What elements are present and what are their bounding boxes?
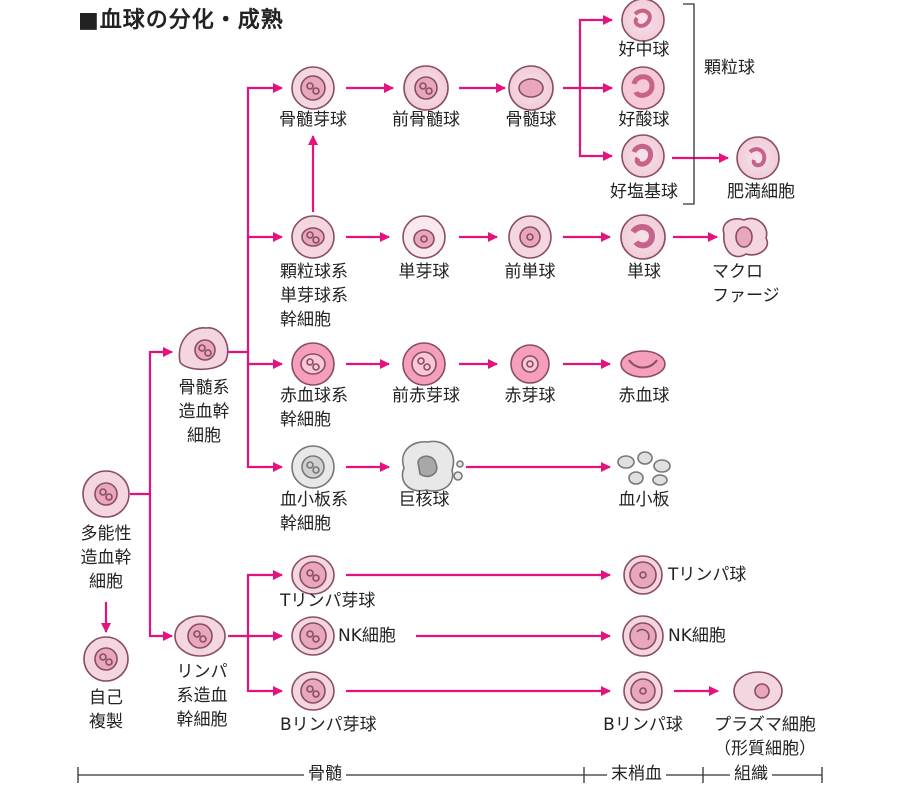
cell-gm-stem — [291, 215, 335, 259]
cell-megakaryocyte — [401, 440, 464, 492]
cell-nk-precursor — [291, 616, 335, 656]
label-eosinophil: 好酸球 — [618, 110, 670, 130]
label-myelocyte: 骨髄球 — [505, 110, 557, 130]
label-myeloblast: 骨髄芽球 — [279, 110, 347, 130]
arrow-line — [563, 15, 613, 90]
label-pluripotent: 多能性 造血幹 細胞 — [80, 524, 132, 592]
cell-promyelocyte — [403, 65, 449, 111]
cell-megakaryocytic-stem — [291, 445, 335, 489]
cell-myelocyte — [508, 65, 554, 111]
cell-basophil — [621, 134, 665, 178]
label-b-lymphocyte: Bリンパ球 — [603, 715, 683, 735]
cell-pluripotent — [82, 470, 130, 518]
cell-t-lymphoblast — [291, 555, 335, 595]
label-megakaryocytic-stem: 血小板系 幹細胞 — [280, 490, 348, 534]
arrows — [101, 15, 729, 696]
arrow-line — [578, 88, 613, 161]
label-megakaryocyte: 巨核球 — [398, 490, 450, 510]
cell-erythroid-stem — [291, 342, 335, 386]
cell-neutrophil — [621, 0, 665, 42]
label-neutrophil: 好中球 — [618, 40, 670, 60]
cell-plasma — [733, 671, 783, 711]
label-self-renewal: 自己 複製 — [89, 688, 123, 732]
cell-monocyte — [620, 214, 666, 260]
label-promyelocyte: 前骨髄球 — [392, 110, 460, 130]
label-monocyte: 単球 — [627, 262, 661, 282]
cell-self-renewal — [83, 636, 129, 682]
granulocyte-bracket — [683, 3, 695, 205]
label-macrophage: マクロ ファージ — [712, 262, 780, 306]
location-tissue: 組織 — [730, 762, 772, 786]
arrow-line — [130, 347, 173, 496]
cell-b-lymphoblast — [291, 671, 335, 711]
diagram-title: ■血球の分化・成熟 — [78, 8, 284, 33]
label-promonocyte: 前単球 — [504, 262, 556, 282]
label-monoblast: 単芽球 — [398, 262, 450, 282]
label-plasma-cell: プラズマ細胞 （形質細胞） — [714, 715, 816, 759]
cell-promonocyte — [508, 215, 552, 259]
label-myeloid-stem: 骨髄系 造血幹 細胞 — [178, 378, 230, 446]
arrow-line — [148, 494, 173, 641]
label-erythroid-stem: 赤血球系 幹細胞 — [280, 386, 348, 430]
label-b-lymphoblast: Bリンパ芽球 — [280, 715, 377, 735]
label-nk-precursor: NK細胞 — [338, 626, 396, 646]
cells — [82, 0, 783, 711]
cell-myeloblast — [291, 66, 335, 110]
label-lymphoid-stem: リンパ 系造血 幹細胞 — [176, 662, 228, 730]
arrow-line — [246, 352, 283, 472]
location-bone-marrow: 骨髄 — [304, 762, 346, 786]
label-granulocyte: 顆粒球 — [704, 58, 755, 78]
cell-mast — [736, 136, 780, 180]
cell-erythrocyte — [620, 350, 666, 378]
label-platelet: 血小板 — [618, 490, 670, 510]
arrow-line — [246, 636, 283, 696]
label-t-lymphocyte: Tリンパ球 — [668, 565, 747, 585]
cell-lymphoid-stem — [174, 615, 226, 657]
cell-myeloid-stem — [178, 327, 229, 371]
label-erythrocyte: 赤血球 — [618, 386, 670, 406]
location-peripheral-blood: 末梢血 — [607, 762, 666, 786]
cell-b-lymphocyte — [623, 671, 663, 711]
label-basophil: 好塩基球 — [610, 182, 678, 202]
cell-proerythroblast — [402, 342, 446, 386]
cell-platelets — [617, 451, 671, 486]
cell-nk — [622, 615, 664, 657]
label-proerythroblast: 前赤芽球 — [392, 386, 460, 406]
cell-t-lymphocyte — [623, 555, 663, 595]
label-t-lymphoblast: Tリンパ芽球 — [280, 591, 376, 611]
arrow-line — [228, 83, 283, 354]
label-erythroblast: 赤芽球 — [504, 386, 556, 406]
location-bar — [77, 767, 823, 783]
cell-macrophage — [722, 217, 769, 258]
label-gm-stem: 顆粒球系 単芽球系 幹細胞 — [280, 262, 348, 330]
label-mast-cell: 肥満細胞 — [727, 182, 795, 202]
arrow-line — [228, 570, 283, 638]
cell-erythroblast — [510, 344, 550, 384]
cell-eosinophil — [621, 66, 665, 110]
cell-monoblast — [402, 215, 446, 259]
label-nk-cell: NK細胞 — [668, 626, 726, 646]
